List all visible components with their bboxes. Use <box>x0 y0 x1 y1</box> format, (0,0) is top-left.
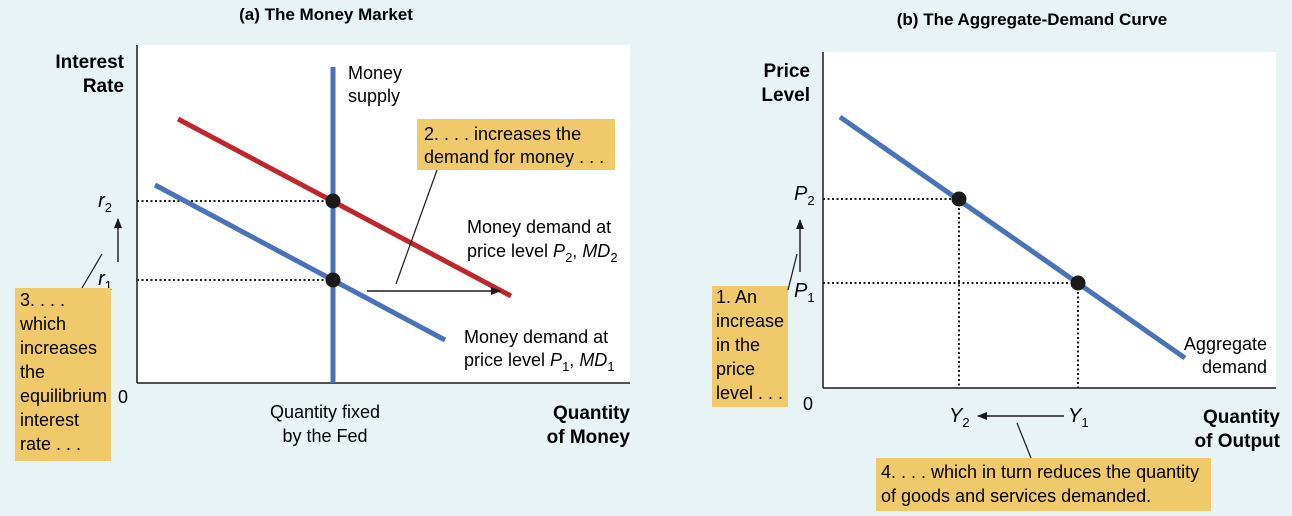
quantity-fixed-label-line1: Quantity fixed <box>270 402 380 422</box>
callout-2-line2: demand for money . . . <box>424 147 604 167</box>
r1-tick-label: r1 <box>98 268 112 293</box>
callout-3-line: rate . . . <box>20 434 81 454</box>
panel-b-y-axis-label-line2: Level <box>761 85 810 106</box>
p2-tick-label: P2 <box>794 183 815 208</box>
aggregate-demand-curve <box>838 114 1187 361</box>
p1-tick-label: P1 <box>794 280 815 305</box>
callout-1-leader-line <box>787 253 798 291</box>
y2-tick-label: Y2 <box>949 405 970 430</box>
callout-1-line: price <box>716 359 755 379</box>
panel-a-y-axis-label-line1: Interest <box>55 52 124 73</box>
money-supply-label-line1: Money <box>348 63 402 83</box>
quantity-fixed-label-line2: by the Fed <box>282 426 367 446</box>
panel-b-x-axis-label-line2: of Output <box>1195 431 1281 452</box>
callout-3-line: which <box>19 314 66 334</box>
panel-b-x-axis-label-line1: Quantity <box>1203 407 1280 428</box>
money-demand-md2-curve <box>176 116 513 299</box>
panel-a-title: (a) The Money Market <box>239 5 413 24</box>
panel-b-aggregate-demand: (b) The Aggregate-Demand Curve Price Lev… <box>712 10 1281 511</box>
panel-a-y-axis-label-line2: Rate <box>83 76 124 97</box>
money-supply-label-line2: supply <box>348 86 400 106</box>
callout-2-line1: 2. . . . increases the <box>424 124 581 144</box>
panel-b-y-axis-label-line1: Price <box>764 61 810 82</box>
panel-a-plot-area <box>137 45 630 383</box>
panel-a-equilibrium-point-2 <box>325 193 341 209</box>
callout-3-line: the <box>20 362 45 382</box>
md1-label-line2: price level P1, MD1 <box>464 350 615 374</box>
md1-label-line1: Money demand at <box>464 327 608 347</box>
panel-a-origin-label: 0 <box>118 387 128 407</box>
panel-b-point-2 <box>951 191 967 207</box>
callout-4-leader-line <box>1016 422 1032 459</box>
callout-3-leader-line <box>81 253 103 289</box>
callout-4-line2: of goods and services demanded. <box>881 486 1151 506</box>
callout-3-line: 3. . . . <box>20 290 65 310</box>
panel-b-plot-area <box>823 52 1276 388</box>
callout-4-line1: 4. . . . which in turn reduces the quant… <box>881 462 1199 482</box>
callout-3-text: 3. . . . which increases the equilibrium… <box>19 290 107 454</box>
callout-1-line: increase <box>716 311 784 331</box>
callout-4-box <box>876 458 1211 511</box>
callout-3-line: equilibrium <box>20 386 107 406</box>
callout-3-line: interest <box>20 410 79 430</box>
callout-1-text: 1. An increase in the price level . . . <box>716 287 784 403</box>
aggregate-demand-label-line2: demand <box>1202 357 1267 377</box>
callout-1-line: in the <box>716 335 760 355</box>
panel-b-title: (b) The Aggregate-Demand Curve <box>897 10 1167 29</box>
callout-3-line: increases <box>20 338 97 358</box>
panel-a-x-axis-label-line1: Quantity <box>553 403 630 424</box>
aggregate-demand-label-line1: Aggregate <box>1184 334 1267 354</box>
r2-tick-label: r2 <box>98 190 112 215</box>
callout-3-box <box>15 288 111 461</box>
callout-1-line: 1. An <box>716 287 757 307</box>
callout-1-box <box>712 286 788 407</box>
md2-label-line2: price level P2, MD2 <box>467 241 618 265</box>
md2-label-line1: Money demand at <box>467 217 611 237</box>
money-demand-md1-curve <box>153 182 447 343</box>
callout-2-box <box>417 119 615 170</box>
panel-a-equilibrium-point-1 <box>325 272 341 288</box>
y1-tick-label: Y1 <box>1068 405 1089 430</box>
callout-2-leader-line <box>395 169 438 285</box>
panel-b-origin-label: 0 <box>803 394 813 414</box>
panel-a-money-market: (a) The Money Market Interest Rate Quant… <box>15 5 630 461</box>
panel-b-point-1 <box>1070 275 1086 291</box>
panel-a-x-axis-label-line2: of Money <box>547 427 631 448</box>
callout-1-line: level . . . <box>716 383 783 403</box>
